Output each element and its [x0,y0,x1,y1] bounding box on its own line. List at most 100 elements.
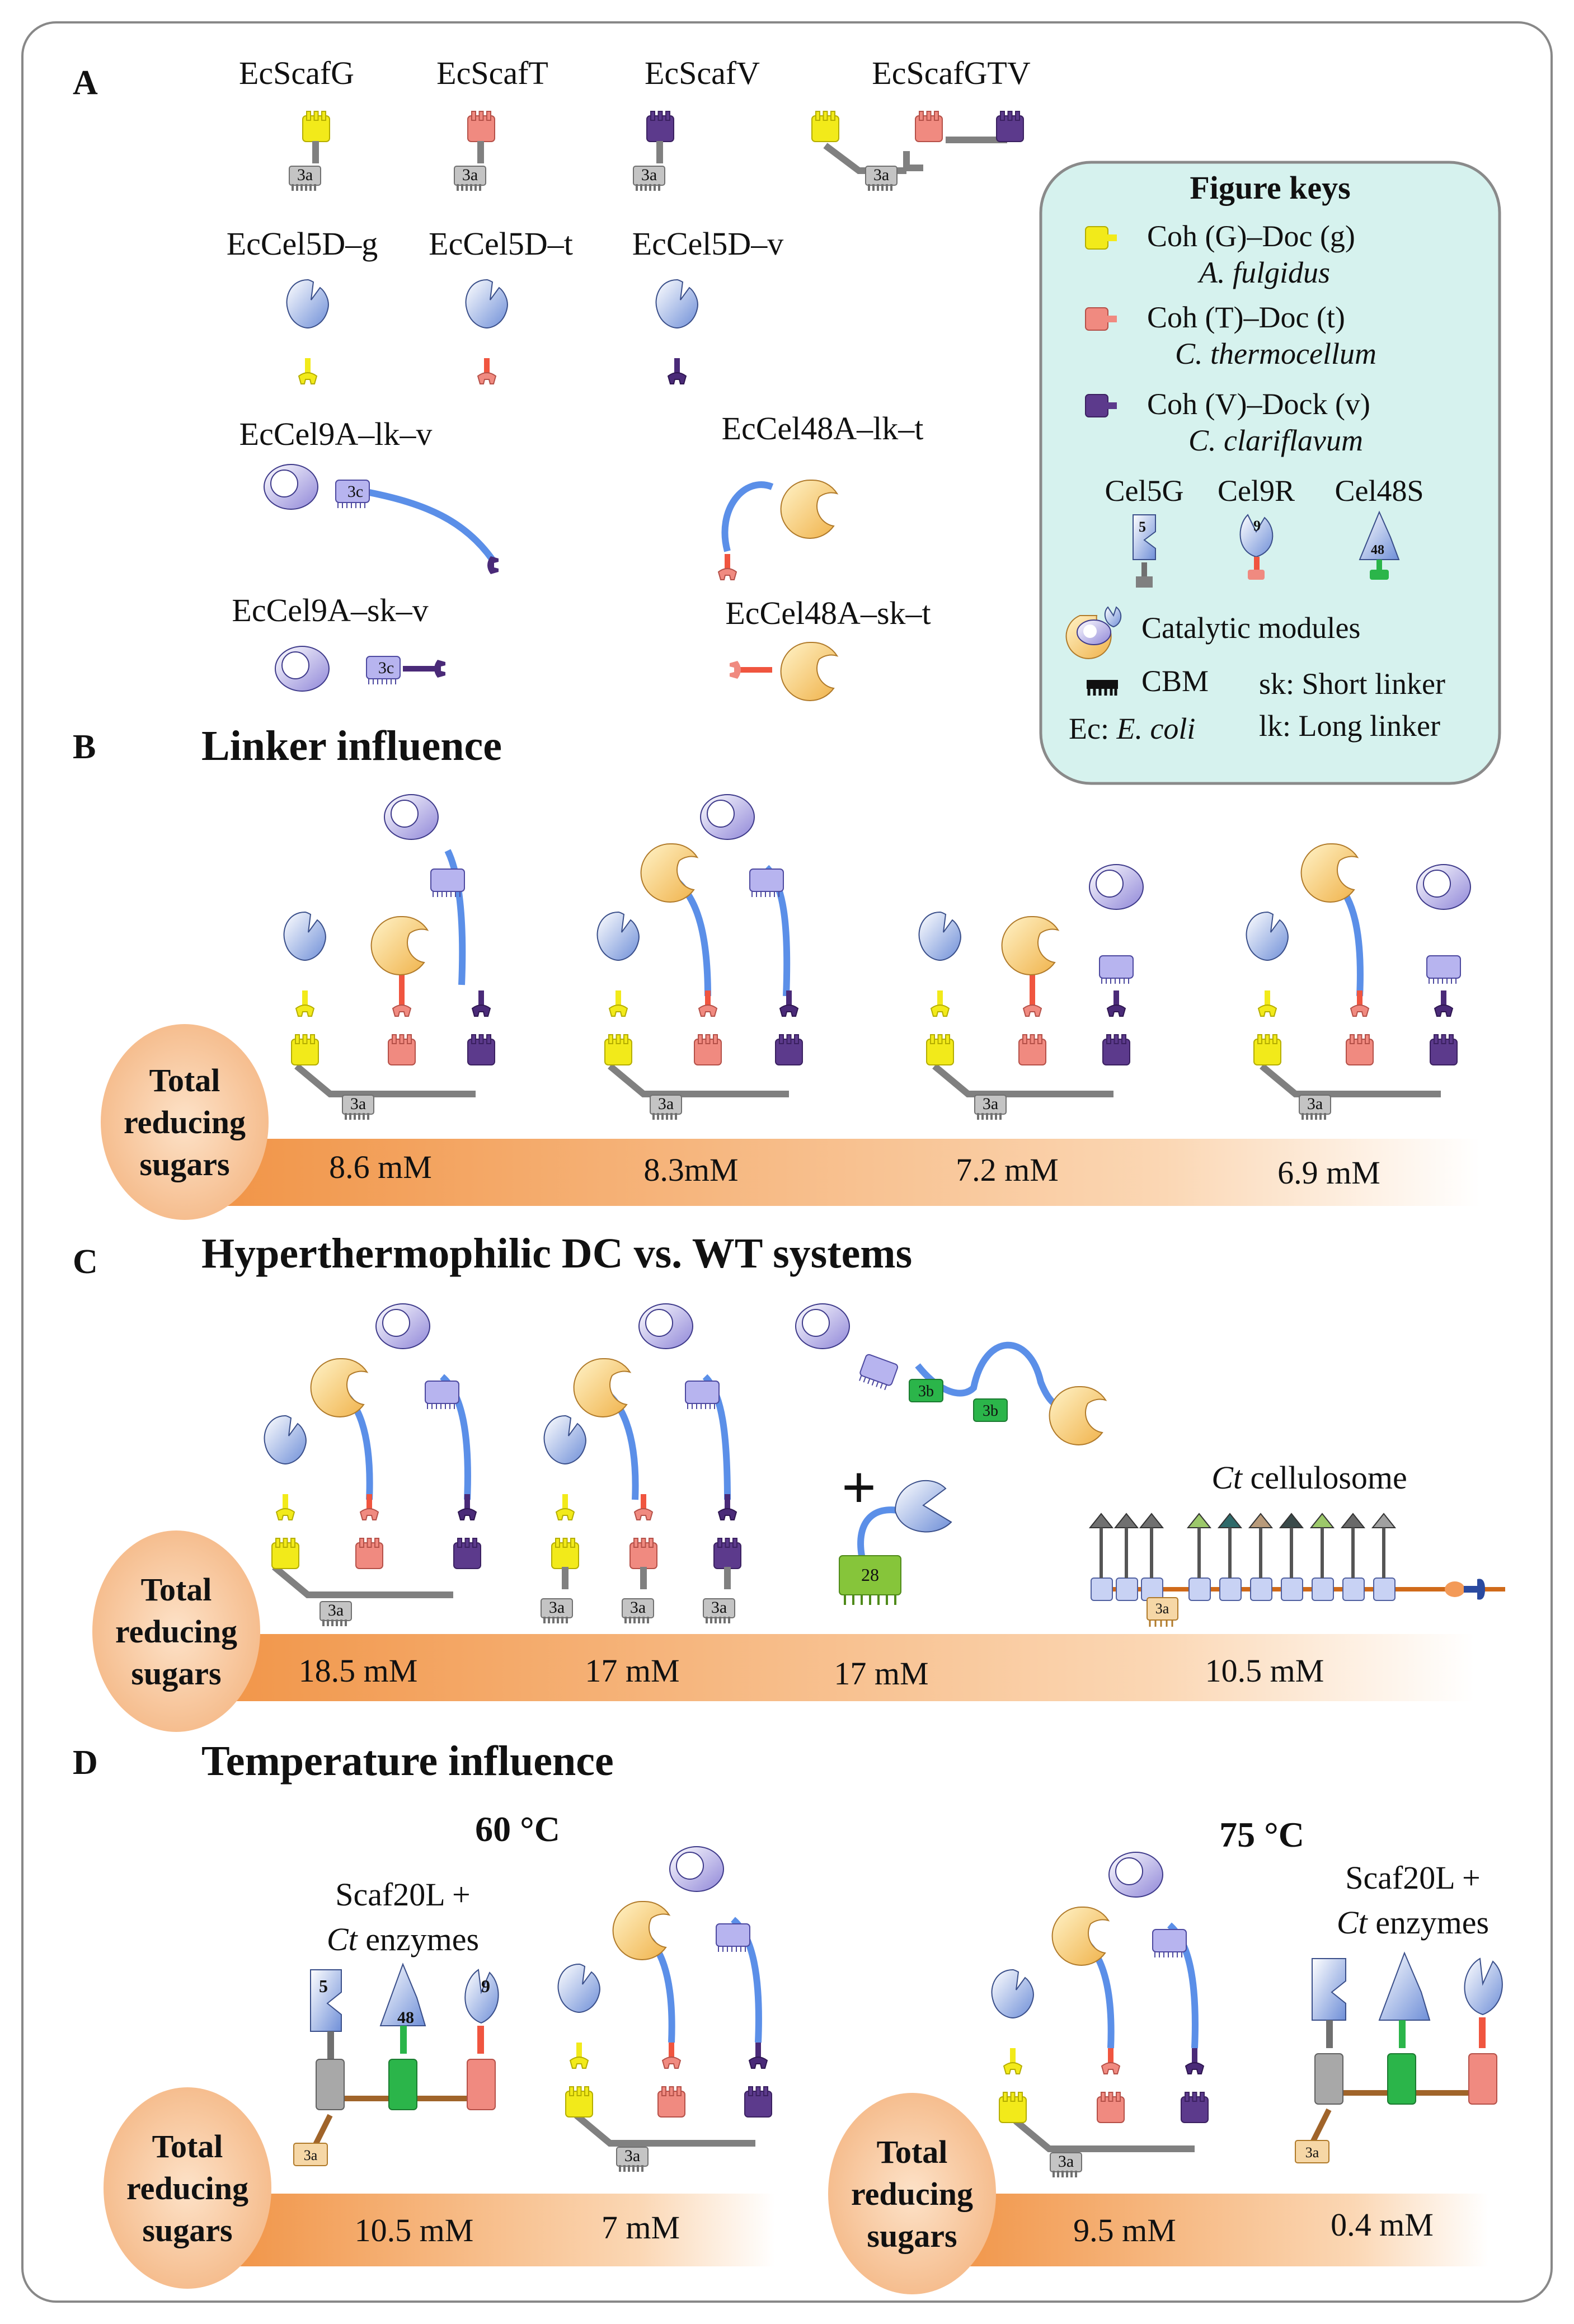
ct-enzymes-label-75: Ct enzymes [1337,1904,1489,1941]
key-red-coh-doc-icon [1085,307,1117,331]
cohesin-3a-label: 3a [1305,2144,1319,2161]
panel-d60-result-bar [232,2194,775,2266]
trs-line-2: reducing [124,1104,246,1140]
key-cel48s-label: Cel48S [1335,474,1423,508]
panel-c-letter: C [73,1243,98,1281]
trs-line-3: sugars [142,2212,232,2248]
scaf20l-complex-75-icon: 3a [1295,1951,1503,2163]
panel-b-letter: B [73,728,96,766]
key-sk-label: sk: Short linker [1259,667,1445,701]
label-ecCel5D-g: EcCel5D–g [227,226,378,262]
ct-enzymes-label-60: Ct enzymes [327,1921,479,1957]
scaf20l-complex-60-icon: 5 48 9 3a [293,1963,499,2166]
panel-d-value-3: 9.5 mM [1073,2212,1176,2248]
panel-c-value-4: 10.5 mM [1205,1652,1324,1689]
key-catalytic-label: Catalytic modules [1141,611,1360,645]
complex-b1-icon [283,794,495,1120]
key-cel9r-label: Cel9R [1218,474,1295,508]
key-g-label: Coh (G)–Doc (g) [1147,219,1355,253]
panel-c-title: Hyperthermophilic DC vs. WT systems [201,1230,912,1277]
key-v-species: C. clariflavum [1188,424,1363,457]
ct-italic: Ct [1211,1459,1243,1496]
complex-b3-icon [918,864,1144,1120]
key-g-species: A. fulgidus [1197,256,1330,289]
key-cbm-label: CBM [1141,664,1209,698]
label-ecscaft: EcScafT [436,55,548,91]
key-cel5-mark: 5 [1139,519,1146,535]
panel-c-value-1: 18.5 mM [299,1652,418,1689]
scaffold-marks: 3a 3a 3a 3a 3a 3a 3a 3a 3a 3a [328,1095,1323,2171]
panel-a-letter: A [73,64,98,102]
cohesin-3a-label: 3a [630,1598,646,1617]
enzymes-text: enzymes [358,1921,479,1957]
enzyme-cel48a-sk-t-icon [730,641,838,701]
panel-c-result-bar [210,1634,1474,1701]
cohesin-3a-label: 3a [350,1095,366,1113]
cohesin-3a-label: 3a [983,1095,998,1113]
temp-60-label: 60 °C [475,1809,560,1849]
scaffold-v-icon: 3a [633,111,674,191]
trs-line-2: reducing [851,2176,973,2212]
cohesin-3a-label: 3a [328,1601,344,1619]
cbm-3b-label: 3b [918,1383,934,1400]
cohesin-3a-label: 3a [297,166,313,184]
trs-line-1: Total [141,1571,212,1608]
ct-cellulosome-text: cellulosome [1242,1459,1407,1496]
ct-italic: Ct [327,1921,359,1957]
enzyme-cel48a-lk-t-icon [718,479,838,580]
enzyme-cel9a-lk-v-icon: 3c [264,464,499,574]
panel-b-result-bar [221,1139,1480,1206]
label-ecscafgtv: EcScafGTV [872,55,1031,91]
cbm-3b-label: 3b [983,1402,998,1420]
label-ecCel5D-v: EcCel5D–v [632,226,784,262]
key-cel9-mark: 9 [1253,518,1261,534]
trs-line-1: Total [149,1062,220,1098]
key-cel48s-icon: 48 [1359,510,1400,580]
keys-title: Figure keys [1190,170,1350,206]
label-ecscafv: EcScafV [645,55,760,91]
panel-b: B Linker influence Total reducing sugars… [73,722,1480,1220]
scaffold-t-icon: 3a [454,111,495,191]
enzyme-48-mark: 48 [397,2008,414,2027]
trs-line-3: sugars [139,1146,229,1182]
panel-b-trs-oval [101,1024,269,1220]
complex-c1-icon [264,1303,481,1627]
panel-b-value-1: 8.6 mM [329,1149,432,1185]
label-ecCel5D-t: EcCel5D–t [429,226,573,262]
complex-d60-dc-icon [557,1846,772,2172]
panel-c-value-2: 17 mM [585,1652,679,1689]
cohesin-3a-label: 3a [549,1598,565,1617]
panel-d75-trs-oval [828,2093,996,2294]
enzyme-5-mark: 5 [319,1976,328,1996]
cohesin-3a-label: 3a [1155,1600,1169,1617]
key-cel5g-icon: 5 [1133,514,1156,588]
panel-c-value-3: 17 mM [834,1655,928,1692]
complex-b2-icon [596,794,803,1120]
plus-sign: + [842,1453,877,1522]
cohesin-3a-label: 3a [304,2147,318,2163]
trs-line-3: sugars [867,2218,957,2254]
key-t-species: C. thermocellum [1175,337,1376,370]
label-ecCel48A-lk-t: EcCel48A–lk–t [722,410,924,447]
key-cel48-mark: 48 [1371,543,1384,557]
panel-d: D Temperature influence 60 °C 75 °C Tota… [73,1738,1503,2294]
temp-75-label: 75 °C [1219,1815,1304,1854]
scaf20l-label-75: Scaf20L + [1345,1860,1481,1896]
label-ecCel48A-sk-t: EcCel48A–sk–t [725,595,931,631]
ct-cellulosome-label: Ct cellulosome [1211,1459,1407,1496]
key-ec-label: Ec: E. coli [1069,712,1195,745]
trs-line-1: Total [877,2134,948,2170]
figure-keys-box: Figure keys Coh (G)–Doc (g) A. fulgidus … [1039,161,1501,785]
panel-c-trs-oval [92,1530,260,1732]
trs-line-2: reducing [115,1613,237,1650]
panel-d-value-4: 0.4 mM [1331,2206,1434,2243]
enzymes-text: enzymes [1368,1904,1489,1941]
cbm-3c-label: 3c [347,482,363,501]
key-ec-prefix: Ec: [1069,712,1116,745]
key-cel5g-label: Cel5G [1105,474,1184,508]
enzyme-9-mark: 9 [481,1976,490,1996]
panel-d60-trs-oval [104,2087,271,2289]
cohesin-3a-label: 3a [711,1598,727,1617]
key-catalytic-icon [1065,606,1122,659]
